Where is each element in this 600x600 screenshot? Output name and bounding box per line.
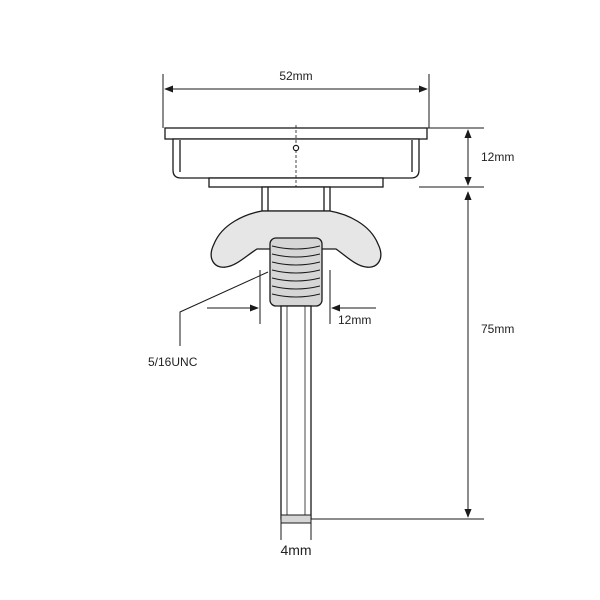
dim-thread-width [207, 270, 376, 324]
neck [261, 186, 331, 212]
thread-spec-label: 5/16UNC [148, 355, 198, 369]
dim-stem-length-label: 75mm [481, 322, 514, 336]
stem [280, 305, 312, 524]
cap-body [172, 138, 420, 179]
dim-stem-diameter-label: 4mm [280, 542, 311, 558]
dim-stem-diameter [280, 523, 312, 540]
cap-center-mark [292, 125, 300, 187]
dim-top-width-label: 52mm [279, 69, 312, 83]
dim-cap-height [419, 127, 484, 188]
dim-top-width [162, 74, 430, 128]
thread-spec-leader [179, 271, 269, 346]
dim-cap-height-label: 12mm [481, 150, 514, 164]
dim-stem-length [311, 191, 484, 520]
thread-body [269, 237, 323, 307]
dim-thread-width-label: 12mm [338, 313, 371, 327]
